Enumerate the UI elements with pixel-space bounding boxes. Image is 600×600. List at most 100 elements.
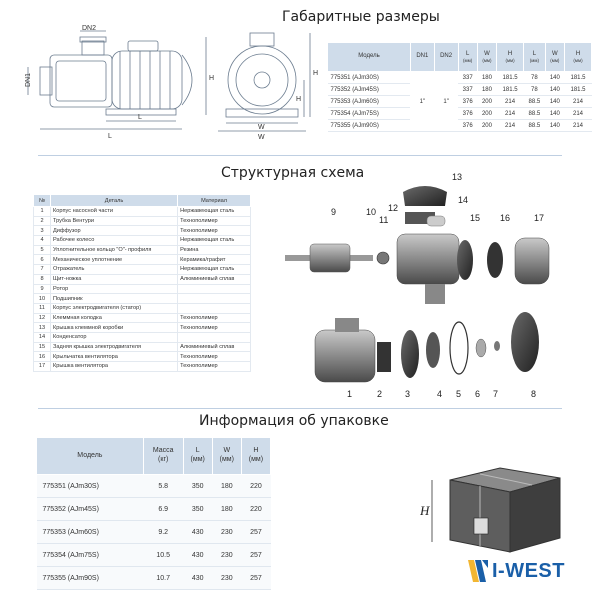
callout-5: 5 <box>456 389 462 399</box>
table-cell: 430 <box>183 520 213 544</box>
part-name: Корпус электродвигателя (статор) <box>49 302 179 314</box>
part-name: Клеммная колодка <box>49 312 179 324</box>
table-cell: 78 <box>523 83 546 96</box>
table-cell: 88.5 <box>523 119 546 132</box>
part-number: 3 <box>33 225 51 237</box>
table-cell: 775355 (AJm90S) <box>327 119 411 132</box>
table-cell: 775351 (AJm30S) <box>327 71 411 84</box>
col-l1: L(мм) <box>523 42 546 72</box>
part-material <box>177 302 251 314</box>
table-cell: 214 <box>564 95 592 108</box>
dn2-label: DN2 <box>82 25 96 32</box>
dimensions-header-row: Модель DN1 DN2 L(мм) W(мм) H(мм) L(мм) W… <box>327 42 592 72</box>
table-cell: 180 <box>477 83 497 96</box>
package-title: Информация об упаковке <box>199 413 389 429</box>
part-name: Крыльчатка вентилятора <box>49 351 179 362</box>
col-pack-model: Модель <box>36 437 144 475</box>
table-cell: 181.5 <box>564 83 592 96</box>
table-cell: 775355 (AJm90S) <box>36 566 144 590</box>
table-cell: 78 <box>523 71 546 84</box>
col-pack-l: L (мм) <box>182 437 213 475</box>
part-name: Крышка вентилятора <box>49 361 179 372</box>
table-cell: 230 <box>212 520 242 544</box>
table-cell: 775353 (AJm60S) <box>36 520 144 544</box>
w1-label: W <box>258 124 265 131</box>
part-name: Рабочее колесо <box>49 235 179 246</box>
part-number: 15 <box>33 341 51 353</box>
section-divider-1 <box>38 155 562 156</box>
part-material: Керамика/графит <box>177 254 251 266</box>
callout-9: 9 <box>331 207 337 217</box>
part-number: 17 <box>33 361 51 372</box>
package-table: Модель Масса (кг) L (мм) W (мм) H (мм) 7… <box>36 437 272 590</box>
part-number: 11 <box>33 302 51 314</box>
table-cell: 775354 (AJm75S) <box>327 107 411 120</box>
table-cell: 350 <box>183 497 213 521</box>
callout-7: 7 <box>493 389 499 399</box>
col-pack-mass: Масса (кг) <box>142 437 184 475</box>
table-cell: 775352 (AJm45S) <box>36 497 144 521</box>
dn1-label: DN1 <box>25 73 32 87</box>
callout-16: 16 <box>500 213 511 223</box>
part-name: Конденсатор <box>49 331 179 343</box>
pump-side-view-drawing: DN2 DN1 L L H <box>25 25 214 140</box>
col-model: Модель <box>327 42 411 72</box>
table-cell: 5.8 <box>143 474 184 498</box>
part-name: Трубка Вентури <box>49 215 179 227</box>
part-name: Крышка клеммной коробки <box>49 322 179 333</box>
callout-8: 8 <box>531 389 537 399</box>
part-material <box>177 331 251 343</box>
part-name: Корпус насосной части <box>49 206 179 217</box>
table-cell: 376 <box>458 95 478 108</box>
table-cell: 775354 (AJm75S) <box>36 543 144 567</box>
callout-14: 14 <box>458 195 469 205</box>
part-number: 10 <box>33 293 51 304</box>
callout-13: 13 <box>452 172 463 182</box>
part-number: 7 <box>33 264 51 275</box>
callout-12: 12 <box>388 203 399 213</box>
h1-front-label: H <box>296 96 301 103</box>
part-name: Диффузор <box>49 225 179 237</box>
table-cell: 775351 (AJm30S) <box>36 474 144 498</box>
part-number: 14 <box>33 331 51 343</box>
table-cell: 430 <box>183 566 213 590</box>
col-pack-w: W (мм) <box>211 437 242 475</box>
w-label: W <box>258 134 265 140</box>
table-cell: 181.5 <box>564 71 592 84</box>
table-cell: 257 <box>241 543 271 567</box>
table-cell: 230 <box>212 543 242 567</box>
callout-15: 15 <box>470 213 481 223</box>
table-cell: 200 <box>477 107 497 120</box>
table-cell: 10.7 <box>143 566 184 590</box>
table-cell: 140 <box>545 95 565 108</box>
part-name: Задняя крышка электродвигателя <box>49 341 179 353</box>
h-label: H <box>209 75 214 82</box>
col-number: № <box>33 194 51 207</box>
table-cell: 140 <box>545 71 565 84</box>
exploded-view-diagram <box>285 186 550 383</box>
table-cell: 140 <box>545 83 565 96</box>
l-label: L <box>108 133 112 140</box>
part-number: 2 <box>33 215 51 227</box>
part-material: Технополимер <box>177 225 251 237</box>
table-cell: 376 <box>458 107 478 120</box>
table-cell: 775353 (AJm60S) <box>327 95 411 108</box>
callout-4: 4 <box>437 389 443 399</box>
